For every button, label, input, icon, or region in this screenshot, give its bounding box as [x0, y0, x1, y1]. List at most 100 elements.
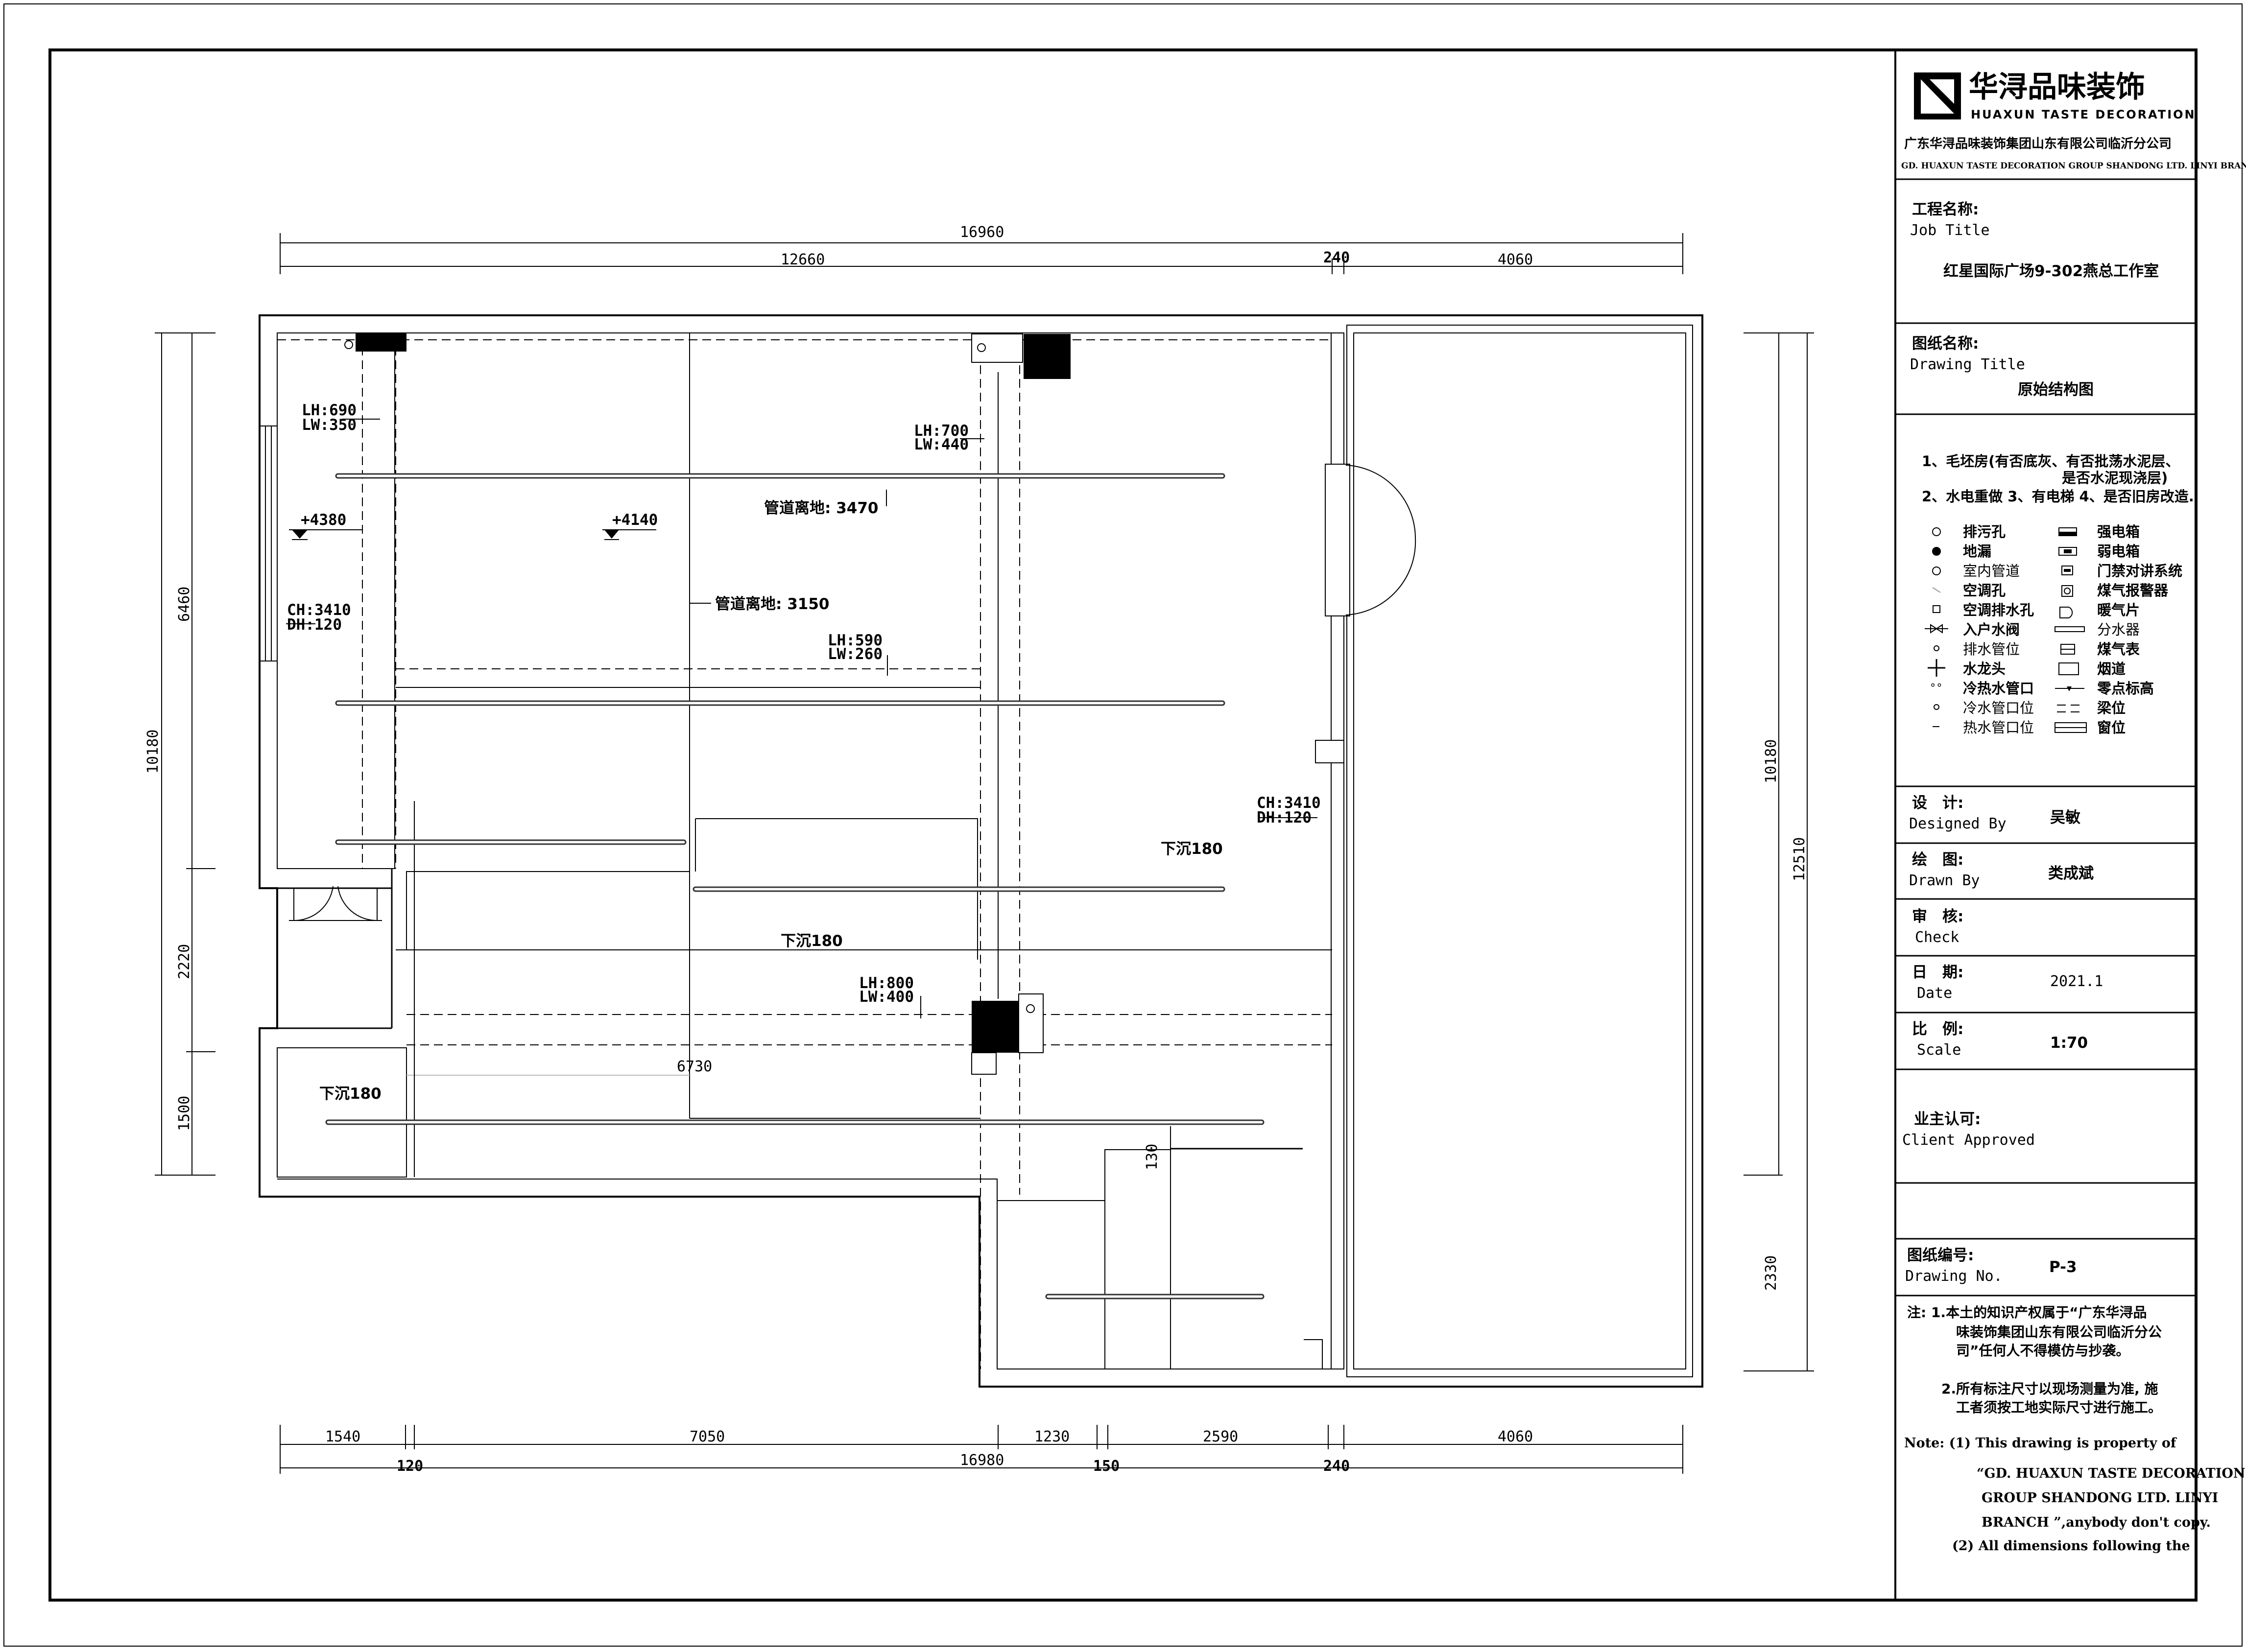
lh-800: LH:800 — [859, 974, 914, 992]
drawn-label-en: Drawn By — [1909, 872, 1980, 889]
sewage-icon — [1932, 527, 1941, 536]
job-label-cn: 工程名称: — [1912, 201, 1979, 218]
note-top-3: 2、水电重做 3、有电梯 4、是否旧房改造. — [1922, 488, 2194, 505]
note-en-2: “GD. HUAXUN TASTE DECORATION — [1977, 1466, 2246, 1481]
dim-bottom-1: 7050 — [690, 1428, 725, 1445]
lw-260: LW:260 — [828, 645, 883, 663]
dim-130: 130 — [1144, 1144, 1161, 1170]
manifold-icon — [2055, 626, 2085, 632]
legend-right-1: 弱电箱 — [2097, 543, 2140, 560]
pipes — [325, 473, 1303, 1299]
drawing-label-cn: 图纸名称: — [1912, 335, 1979, 353]
elevation-marker-1 — [289, 529, 362, 540]
scale-value: 1:70 — [2050, 1034, 2088, 1052]
dim-bottom-wall-1: 150 — [1093, 1458, 1120, 1475]
legend-left-1: 地漏 — [1963, 543, 1991, 560]
client-label-en: Client Approved — [1902, 1132, 2035, 1149]
drawing-title-value: 原始结构图 — [2018, 381, 2094, 399]
window-icon — [2055, 722, 2087, 733]
title-block: 华浔品味装饰 HUAXUN TASTE DECORATION 广东华浔品味装饰集… — [1895, 70, 2246, 1554]
dimension-lines: 16960 12660 240 4060 1540 7050 1230 2590… — [144, 224, 1814, 1475]
lw-400: LW:400 — [859, 988, 914, 1006]
dim-bottom-wall-2: 240 — [1323, 1458, 1350, 1475]
beam-icon — [2057, 705, 2081, 712]
dim-inner-6730: 6730 — [677, 1058, 712, 1075]
outer-border — [3, 3, 2243, 1647]
sunken-label-1: 下沉180 — [1161, 840, 1223, 858]
ac-drain-icon — [1933, 605, 1940, 613]
gas-alarm-icon — [2061, 585, 2073, 597]
dim-bottom-total: 16980 — [960, 1452, 1004, 1469]
company-name-en: GD. HUAXUN TASTE DECORATION GROUP SHANDO… — [1901, 161, 2246, 171]
note-en-1: Note: (1) This drawing is property of — [1904, 1436, 2177, 1451]
flue-icon — [2058, 662, 2079, 675]
legend-left-8: 冷热水管口 — [1963, 680, 2034, 697]
floor-plan: LH:690 LW:350 LH:700 LW:440 LH:590 LW:26… — [259, 314, 1703, 1388]
note-en-5: (2) All dimensions following the — [1952, 1538, 2190, 1554]
dim-top-total: 16960 — [960, 224, 1004, 241]
legend-right-5: 分水器 — [2097, 621, 2140, 638]
client-label-cn: 业主认可: — [1914, 1110, 1981, 1128]
sunken-block-mid — [406, 818, 978, 960]
note-top-2: 是否水泥现浇层) — [2062, 470, 2168, 486]
legend-right-3: 煤气报警器 — [2097, 582, 2169, 599]
floor-drain-icon — [1932, 547, 1941, 556]
drain-pipe-icon — [1934, 645, 1939, 651]
note-cn-4: 2.所有标注尺寸以现场测量为准, 施 — [1941, 1381, 2158, 1397]
note-cn-1: 注: 1.本土的知识产权属于“广东华浔品 — [1907, 1304, 2147, 1321]
lh-700: LH:700 — [914, 422, 969, 440]
gas-meter-icon — [2060, 644, 2075, 655]
scale-label-en: Scale — [1917, 1041, 1961, 1059]
dim-right-b: 12510 — [1791, 837, 1808, 881]
note-top-1: 1、毛坯房(有否底灰、有否批荡水泥层、 — [1922, 453, 2179, 470]
dim-right-c: 2330 — [1763, 1255, 1780, 1291]
sunken-label-2: 下沉180 — [781, 932, 843, 950]
dim-top-b: 240 — [1323, 249, 1350, 266]
legend-left-2: 室内管道 — [1963, 563, 2020, 579]
legend-right-4: 暖气片 — [2097, 602, 2140, 618]
flue-top-left — [356, 333, 406, 352]
faucet-icon — [1928, 659, 1945, 677]
radiator-icon — [2059, 607, 2073, 618]
dim-left-total: 10180 — [144, 730, 162, 774]
drawing-label-en: Drawing Title — [1910, 356, 2025, 373]
brand-cn: 华浔品味装饰 — [1969, 70, 2145, 104]
note-en-3: GROUP SHANDONG LTD. LINYI — [1982, 1490, 2218, 1506]
hot-cold-icon: °° — [1930, 682, 1943, 694]
designed-label-en: Designed By — [1909, 815, 2007, 832]
lw-440: LW:440 — [914, 436, 969, 453]
dim-bottom-3: 2590 — [1203, 1428, 1238, 1445]
check-label-cn: 审 核: — [1912, 908, 1963, 925]
note-cn-2: 味装饰集团山东有限公司临沂分公 — [1956, 1324, 2162, 1340]
zero-elevation-icon — [2055, 686, 2084, 691]
brand-en: HUAXUN TASTE DECORATION — [1971, 108, 2196, 121]
legend-left-9: 冷水管口位 — [1963, 700, 2034, 716]
designed-value: 吴敏 — [2050, 809, 2080, 826]
job-title-value: 红星国际广场9-302燕总工作室 — [1943, 262, 2159, 280]
sunken-label-3: 下沉180 — [319, 1085, 382, 1103]
legend-left-7: 水龙头 — [1963, 661, 2006, 677]
company-logo: 华浔品味装饰 HUAXUN TASTE DECORATION — [1914, 70, 2196, 121]
drawing-no-value: P-3 — [2049, 1258, 2077, 1276]
pipe-height-3150: 管道离地: 3150 — [715, 595, 829, 613]
right-room-door — [1315, 464, 1416, 763]
legend-right-8: 零点标高 — [2097, 680, 2154, 697]
entrance-door — [277, 869, 393, 1029]
job-label-en: Job Title — [1910, 222, 1990, 239]
legend-right-10: 窗位 — [2097, 719, 2126, 736]
legend-left-6: 排水管位 — [1963, 641, 2020, 658]
intercom-icon — [2061, 566, 2073, 575]
legend-left-5: 入户水阀 — [1963, 621, 2020, 638]
utility-area — [1104, 1126, 1323, 1369]
flue-lower — [972, 1001, 1019, 1053]
outer-wall — [259, 314, 1703, 1388]
flue-top-mid — [1024, 334, 1071, 379]
date-label-en: Date — [1917, 985, 1952, 1002]
date-value: 2021.1 — [2050, 973, 2103, 990]
shaft-top-mid — [971, 333, 1023, 363]
dim-left-1: 2220 — [176, 944, 193, 979]
legend: °° 排污孔 地漏 室内管道 空调孔 空调排水孔 入户水阀 排水管位 水龙头 冷… — [1925, 523, 2182, 736]
left-window — [259, 425, 278, 661]
dim-left-2: 1500 — [176, 1096, 193, 1131]
